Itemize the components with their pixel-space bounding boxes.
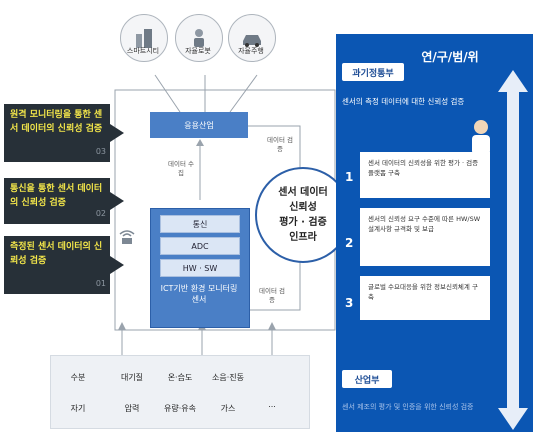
right-subtitle: 센서의 측정 데이터에 대한 신뢰성 검증 [342,97,465,106]
sensor-item: 소음·진동 [212,373,244,382]
smart-city-circle [120,14,168,62]
ict-sensor-label: ICT기반 환경 모니터링 센서 [160,284,238,304]
vertical-arrow [498,70,528,430]
left-item-number: 01 [95,279,106,288]
item-number: 3 [345,296,354,310]
infra-line-4: 인프라 [289,232,317,243]
app-industry-box: 응용산업 [150,112,248,138]
scope-item-3: 글로벌 수요대응을 위한 정보신뢰체계 구축 [360,276,490,320]
industry-text: 센서 제조의 평가 및 인증을 위한 신뢰성 검증 [342,403,474,411]
industry-tag: 산업부 [342,370,392,388]
smart-city-label: 스마트시티 [126,47,160,55]
sensor-list [50,355,310,429]
infra-line-1: 센서 데이터 [278,187,328,198]
sensor-item: 압력 [124,404,140,413]
sensor-item: 가스 [220,404,236,413]
sensor-item: 수분 [70,373,86,382]
scope-item-2: 센서의 신뢰성 요구 수준에 따른 HW/SW 설계사항 규격화 및 보급 [360,208,490,266]
left-item-text: 원격 모니터링을 통한 센서 데이터의 신뢰성 검증 [10,110,103,134]
data-verify-bottom-label: 데이터 검증 [259,287,285,304]
left-item-01: 측정된 센서 데이터의 신뢰성 검증 01 [4,236,110,294]
infra-circle: 센서 데이터 신뢰성 평가 · 검증 인프라 [255,167,351,263]
infra-line-3: 평가 · 검증 [279,217,327,228]
scope-item-1: 센서 데이터의 신뢰성을 위한 평가 · 검증 플랫폼 구축 [360,152,490,198]
ministry-tag: 과기정통부 [342,63,404,81]
research-scope-title: 연/구/범/위 [421,50,479,64]
left-item-02: 통신을 통한 센서 데이터의 신뢰성 검증 02 [4,178,110,224]
adc-block: ADC [160,237,240,255]
hwsw-block: HW · SW [160,259,240,277]
left-arrow-02 [110,192,124,210]
left-item-03: 원격 모니터링을 통한 센서 데이터의 신뢰성 검증 03 [4,104,110,162]
left-item-text: 측정된 센서 데이터의 신뢰성 검증 [10,242,103,266]
data-collect-label: 데이터 수집 [168,160,194,177]
sensor-item: 자기 [70,404,86,413]
building-icon [136,29,152,48]
left-item-number: 03 [95,147,106,156]
car-label: 자율주행 [238,47,264,55]
left-item-number: 02 [95,209,106,218]
car-circle [228,14,276,62]
sensor-item: 온·습도 [167,373,193,382]
item-number: 1 [345,170,354,184]
sensor-item: 유량·유속 [164,404,196,413]
person-icon [472,120,490,155]
comm-block: 통신 [160,215,240,233]
sensor-item: ... [268,400,276,409]
car-icon [243,35,261,47]
sensor-item: 대기질 [120,373,144,382]
left-arrow-03 [110,124,124,142]
robot-circle [175,14,223,62]
antenna-icon [119,230,135,244]
item-number: 2 [345,236,354,250]
robot-label: 자율로봇 [185,47,211,55]
robot-icon [194,29,204,47]
data-verify-top-label: 데이터 검증 [267,136,293,153]
left-item-text: 통신을 통한 센서 데이터의 신뢰성 검증 [10,184,103,208]
infra-line-2: 신뢰성 [289,202,317,213]
left-arrow-01 [110,256,124,274]
